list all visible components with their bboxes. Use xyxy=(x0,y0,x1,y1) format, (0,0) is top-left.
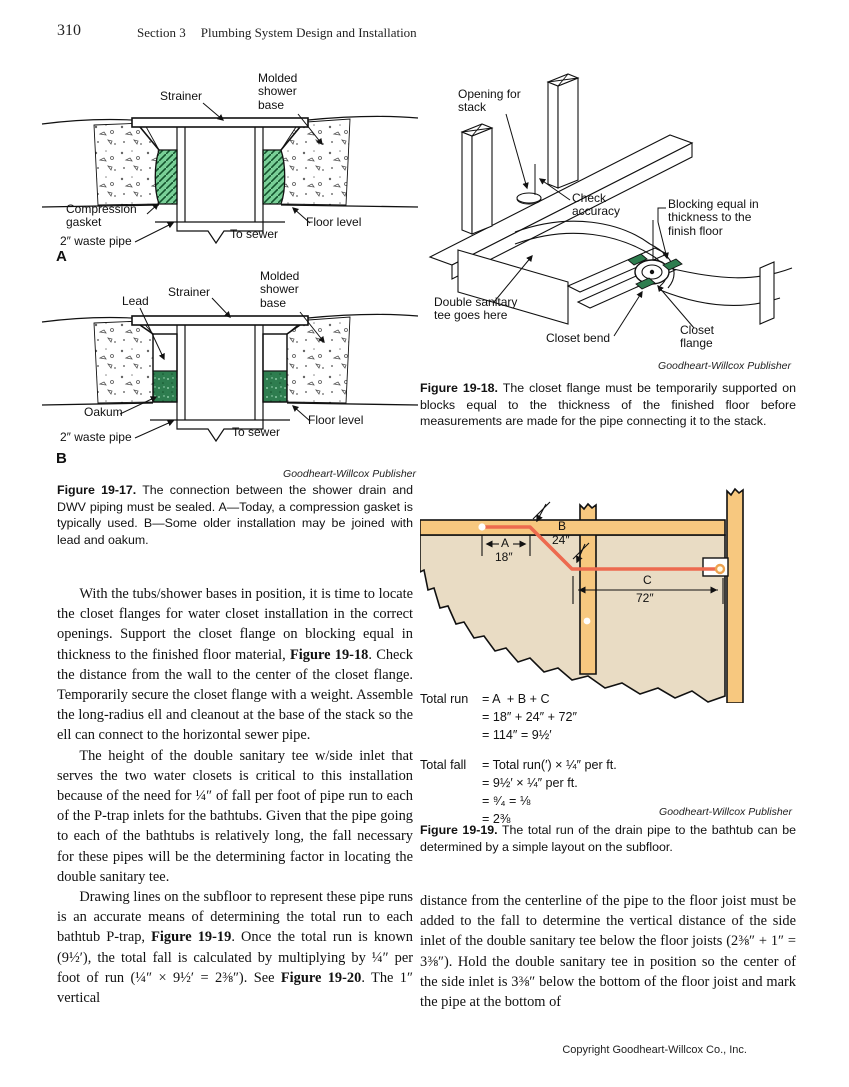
fig17b-label-oakum: Oakum xyxy=(84,405,123,419)
fig19-caption-text: The total run of the drain pipe to the b… xyxy=(420,823,796,854)
fig19-caption: Figure 19-19. The total run of the drain… xyxy=(420,822,796,855)
fig17-caption-text: The connection between the shower drain … xyxy=(57,483,414,547)
fig18-caption: Figure 19-18. The closet flange must be … xyxy=(420,380,796,430)
formula-line: = ⁹⁄₄ = ⅛ xyxy=(482,794,531,808)
total-run-label: Total run xyxy=(420,692,469,706)
fig18-label-closet-bend: Closet bend xyxy=(546,331,611,345)
figure-19-19: A 18″ B 24″ C 72″ Total run = A + B + C … xyxy=(420,478,796,878)
fig19-dim-a-value: 18″ xyxy=(495,550,513,564)
figure-19-18: Opening for stack Check accuracy Blockin… xyxy=(420,72,795,380)
fig18-label-closet-flange: Closet flange xyxy=(680,323,715,351)
fig17-diagram-a: Strainer Molded shower base Compression … xyxy=(40,70,420,268)
figure-19-17: Strainer Molded shower base Compression … xyxy=(40,70,420,485)
fig18-caption-label: Figure 19-18. xyxy=(420,381,498,395)
fig19-joist-dot xyxy=(583,617,591,625)
fig17a-label-strainer: Strainer xyxy=(160,89,203,103)
fig18-label-opening-for-stack: Opening for stack xyxy=(458,87,521,115)
fig19-top-plank xyxy=(420,519,726,536)
fig19-credit: Goodheart-Willcox Publisher xyxy=(659,806,792,818)
fig19-caption-label: Figure 19-19. xyxy=(420,823,498,837)
fig17-diagram-b: Lead Strainer Molded shower base Oakum 2… xyxy=(40,268,420,470)
fig17a-label-molded-shower-base: Molded shower base xyxy=(258,71,298,112)
fig19-right-plank xyxy=(726,487,744,703)
paragraph: The height of the double sanitary tee w/… xyxy=(57,747,413,885)
fig17a-letter: A xyxy=(56,248,67,265)
total-run-formula: Total run = A + B + C = 18″ + 24″ + 72″ … xyxy=(420,690,577,744)
section-title: Plumbing System Design and Installation xyxy=(200,25,417,40)
section-label: Section 3 xyxy=(137,25,186,40)
fig18-credit: Goodheart-Willcox Publisher xyxy=(658,360,791,372)
formula-line: = 114″ = 9½′ xyxy=(482,728,552,742)
fig19-dim-c-value: 72″ xyxy=(636,591,654,605)
fig19-dim-b-label: B xyxy=(558,519,567,533)
fig17a-label-to-sewer: To sewer xyxy=(230,227,279,241)
paragraph: Drawing lines on the subfloor to represe… xyxy=(57,889,413,1007)
fig17b-letter: B xyxy=(56,450,67,467)
fig17b-label-to-sewer: To sewer xyxy=(232,425,281,439)
paragraph: distance from the centerline of the pipe… xyxy=(420,893,796,1011)
right-column-body: distance from the centerline of the pipe… xyxy=(420,891,796,1012)
formula-line: = Total run(′) × ¼″ per ft. xyxy=(482,758,617,772)
fig17a-label-waste-pipe: 2″ waste pipe xyxy=(60,234,132,248)
fig17b-drawing xyxy=(41,297,419,443)
copyright-footer: Copyright Goodheart-Willcox Co., Inc. xyxy=(562,1044,747,1056)
fig18-label-blocking: Blocking equal in thickness to the finis… xyxy=(668,197,759,238)
fig17b-label-lead: Lead xyxy=(122,294,149,308)
fig19-dim-a-label: A xyxy=(501,536,510,550)
formula-line: = 18″ + 24″ + 72″ xyxy=(482,710,577,724)
fig17-caption: Figure 19-17. The connection between the… xyxy=(57,482,413,548)
total-fall-label: Total fall xyxy=(420,758,467,772)
page-number: 310 xyxy=(57,22,81,39)
fig17b-label-molded-shower-base: Molded shower base xyxy=(260,269,300,310)
left-column-body: With the tubs/shower bases in position, … xyxy=(57,584,413,1008)
formula-line: = 9½′ × ¼″ per ft. xyxy=(482,776,578,790)
fig17b-label-waste-pipe: 2″ waste pipe xyxy=(60,430,132,444)
fig18-caption-text: The closet flange must be temporarily su… xyxy=(420,381,797,429)
fig17a-label-compression-gasket: Compression gasket xyxy=(66,202,137,230)
total-fall-lines: = Total run(′) × ¼″ per ft. = 9½′ × ¼″ p… xyxy=(482,756,617,828)
fig17-credit: Goodheart-Willcox Publisher xyxy=(283,468,416,480)
paragraph: With the tubs/shower bases in position, … xyxy=(57,586,413,744)
fig18-label-double-sanitary-tee: Double sanitary tee goes here xyxy=(434,295,518,323)
fig19-drain-pipe xyxy=(482,525,720,571)
total-run-lines: = A + B + C = 18″ + 24″ + 72″ = 114″ = 9… xyxy=(482,690,577,744)
section-header: Section 3 Plumbing System Design and Inst… xyxy=(137,25,417,41)
fig19-pipe-start-dot xyxy=(478,523,486,531)
fig19-dim-c-label: C xyxy=(643,573,652,587)
formula-line: = A + B + C xyxy=(482,692,550,706)
fig17b-label-floor-level: Floor level xyxy=(308,413,364,427)
fig19-drawing xyxy=(420,487,744,703)
total-fall-formula: Total fall = Total run(′) × ¼″ per ft. =… xyxy=(420,756,617,828)
fig19-dim-b-value: 24″ xyxy=(552,533,570,547)
fig18-drawing xyxy=(428,73,793,337)
formula-line: = 2⅜ xyxy=(482,812,511,826)
fig19-subfloor xyxy=(420,534,726,703)
fig17a-drawing xyxy=(41,102,419,245)
fig17b-label-strainer: Strainer xyxy=(168,285,211,299)
fig17-caption-label: Figure 19-17. xyxy=(57,483,137,497)
fig19-flange-ring xyxy=(714,563,726,575)
fig17a-label-floor-level: Floor level xyxy=(306,215,362,229)
fig18-label-check-accuracy: Check accuracy xyxy=(572,191,621,219)
